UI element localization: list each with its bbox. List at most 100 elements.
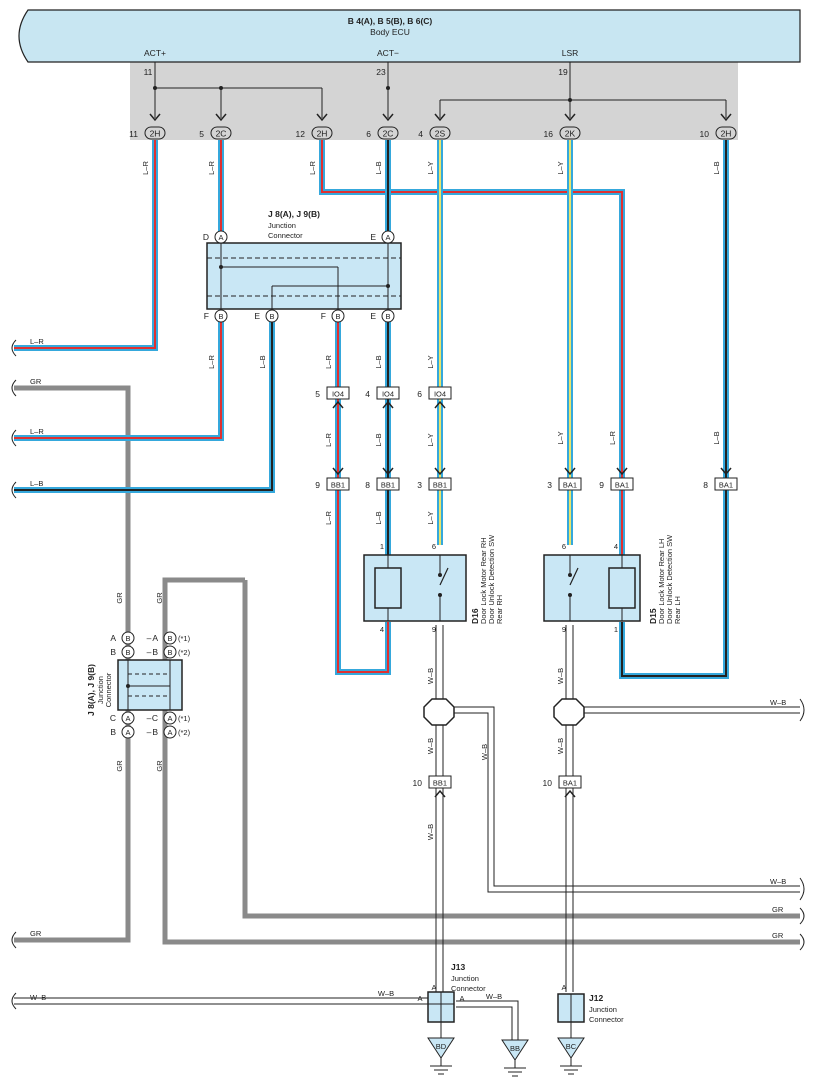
jc-top-name-1: Junction xyxy=(268,221,296,230)
svg-text:(*1): (*1) xyxy=(178,634,191,643)
svg-text:BB1: BB1 xyxy=(381,481,395,490)
svg-text:D16: D16 xyxy=(470,608,480,624)
svg-text:A: A xyxy=(167,714,172,723)
j12-junction-connector: J12 Junction Connector A xyxy=(557,983,624,1024)
svg-text:4: 4 xyxy=(418,129,423,139)
svg-text:4: 4 xyxy=(380,625,384,634)
ecu-codes: B 4(A), B 5(B), B 6(C) xyxy=(348,16,433,26)
connector-ba1-10: BA1 10 xyxy=(543,775,582,798)
svg-text:–: – xyxy=(147,647,152,657)
wire-label: W–B xyxy=(556,738,565,754)
svg-text:E: E xyxy=(370,311,376,321)
wire-label: L–Y xyxy=(426,511,435,524)
svg-text:BA1: BA1 xyxy=(563,481,577,490)
svg-text:(*1): (*1) xyxy=(178,714,191,723)
wire-label: L–Y xyxy=(426,433,435,446)
wire-label: L–B xyxy=(258,355,267,368)
svg-text:–: – xyxy=(147,727,152,737)
terminal-act-minus-label: ACT− xyxy=(377,48,399,58)
wire-label: GR xyxy=(155,760,164,772)
striped-wires xyxy=(14,140,729,679)
svg-text:10: 10 xyxy=(543,778,553,788)
svg-text:B: B xyxy=(167,634,172,643)
svg-text:Door Unlock Detection SW: Door Unlock Detection SW xyxy=(665,534,674,624)
wire-label: L–R xyxy=(207,355,216,369)
svg-text:Door Lock Motor Rear RH: Door Lock Motor Rear RH xyxy=(479,537,488,624)
left-edge-wire-labels: L–R GR L–R L–B GR W–B xyxy=(30,337,46,1002)
right-edge-wire-labels: W–B W–B GR GR xyxy=(770,698,786,940)
terminal-lsr-label: LSR xyxy=(562,48,579,58)
svg-text:L–B: L–B xyxy=(30,479,43,488)
svg-text:GR: GR xyxy=(772,905,784,914)
wire-label: W–B xyxy=(426,738,435,754)
svg-text:B: B xyxy=(110,647,116,657)
wire-label: L–R xyxy=(324,511,333,525)
splice-rh xyxy=(423,698,455,726)
svg-text:4: 4 xyxy=(365,389,370,399)
svg-text:BA1: BA1 xyxy=(563,779,577,788)
svg-text:Connector: Connector xyxy=(104,672,113,707)
svg-text:5: 5 xyxy=(315,389,320,399)
pin-2h-12: 12 2H xyxy=(296,126,333,140)
svg-text:BB: BB xyxy=(510,1044,520,1053)
svg-text:A: A xyxy=(431,983,436,992)
junction-connector-j8-j9-side: J 8(A), J 9(B) Junction Connector A B – … xyxy=(86,631,191,739)
wire-label: W–B xyxy=(378,989,394,998)
svg-text:B: B xyxy=(152,647,158,657)
svg-text:C: C xyxy=(152,713,158,723)
svg-text:J13: J13 xyxy=(451,962,465,972)
svg-text:D: D xyxy=(203,232,209,242)
svg-text:2H: 2H xyxy=(317,129,328,139)
svg-text:8: 8 xyxy=(703,480,708,490)
d16-door-lock-motor-rear-rh: 1 6 4 9 D16 Door Lock Motor Rear RH Door… xyxy=(363,534,504,634)
svg-text:L–R: L–R xyxy=(30,427,44,436)
svg-text:GR: GR xyxy=(30,377,42,386)
svg-text:1: 1 xyxy=(380,542,384,551)
svg-text:A: A xyxy=(417,994,422,1003)
wire-label: GR xyxy=(115,760,124,772)
svg-text:W–B: W–B xyxy=(770,698,786,707)
wb-wires xyxy=(14,625,800,1040)
svg-text:B: B xyxy=(218,312,223,321)
svg-text:6: 6 xyxy=(562,542,566,551)
splice-lh xyxy=(553,698,585,726)
wire-label: L–B xyxy=(712,161,721,174)
terminal-lsr-pin: 19 xyxy=(558,67,568,77)
svg-text:IO4: IO4 xyxy=(434,390,446,399)
svg-text:BC: BC xyxy=(566,1042,577,1051)
svg-text:12: 12 xyxy=(296,129,306,139)
ecu-chevrons xyxy=(149,113,732,122)
svg-text:W–B: W–B xyxy=(770,877,786,886)
svg-text:(*2): (*2) xyxy=(178,648,191,657)
svg-text:2H: 2H xyxy=(721,129,732,139)
svg-text:D15: D15 xyxy=(648,608,658,624)
ecu-name: Body ECU xyxy=(370,27,410,37)
svg-text:Junction: Junction xyxy=(589,1005,617,1014)
svg-text:3: 3 xyxy=(417,480,422,490)
wire-label: L–B xyxy=(374,355,383,368)
wire-label: GR xyxy=(155,592,164,604)
wire-label: L–R xyxy=(141,161,150,175)
svg-text:J12: J12 xyxy=(589,993,603,1003)
wire-label: L–B xyxy=(712,431,721,444)
wire-label: W–B xyxy=(486,992,502,1001)
svg-text:F: F xyxy=(321,311,326,321)
svg-text:B: B xyxy=(125,634,130,643)
wire-label: L–R xyxy=(608,431,617,445)
j13-junction-connector: J13 Junction Connector A A A xyxy=(417,962,486,1023)
svg-text:9: 9 xyxy=(315,480,320,490)
wire-label: L–R xyxy=(324,433,333,447)
svg-text:–: – xyxy=(147,713,152,723)
svg-text:IO4: IO4 xyxy=(382,390,394,399)
